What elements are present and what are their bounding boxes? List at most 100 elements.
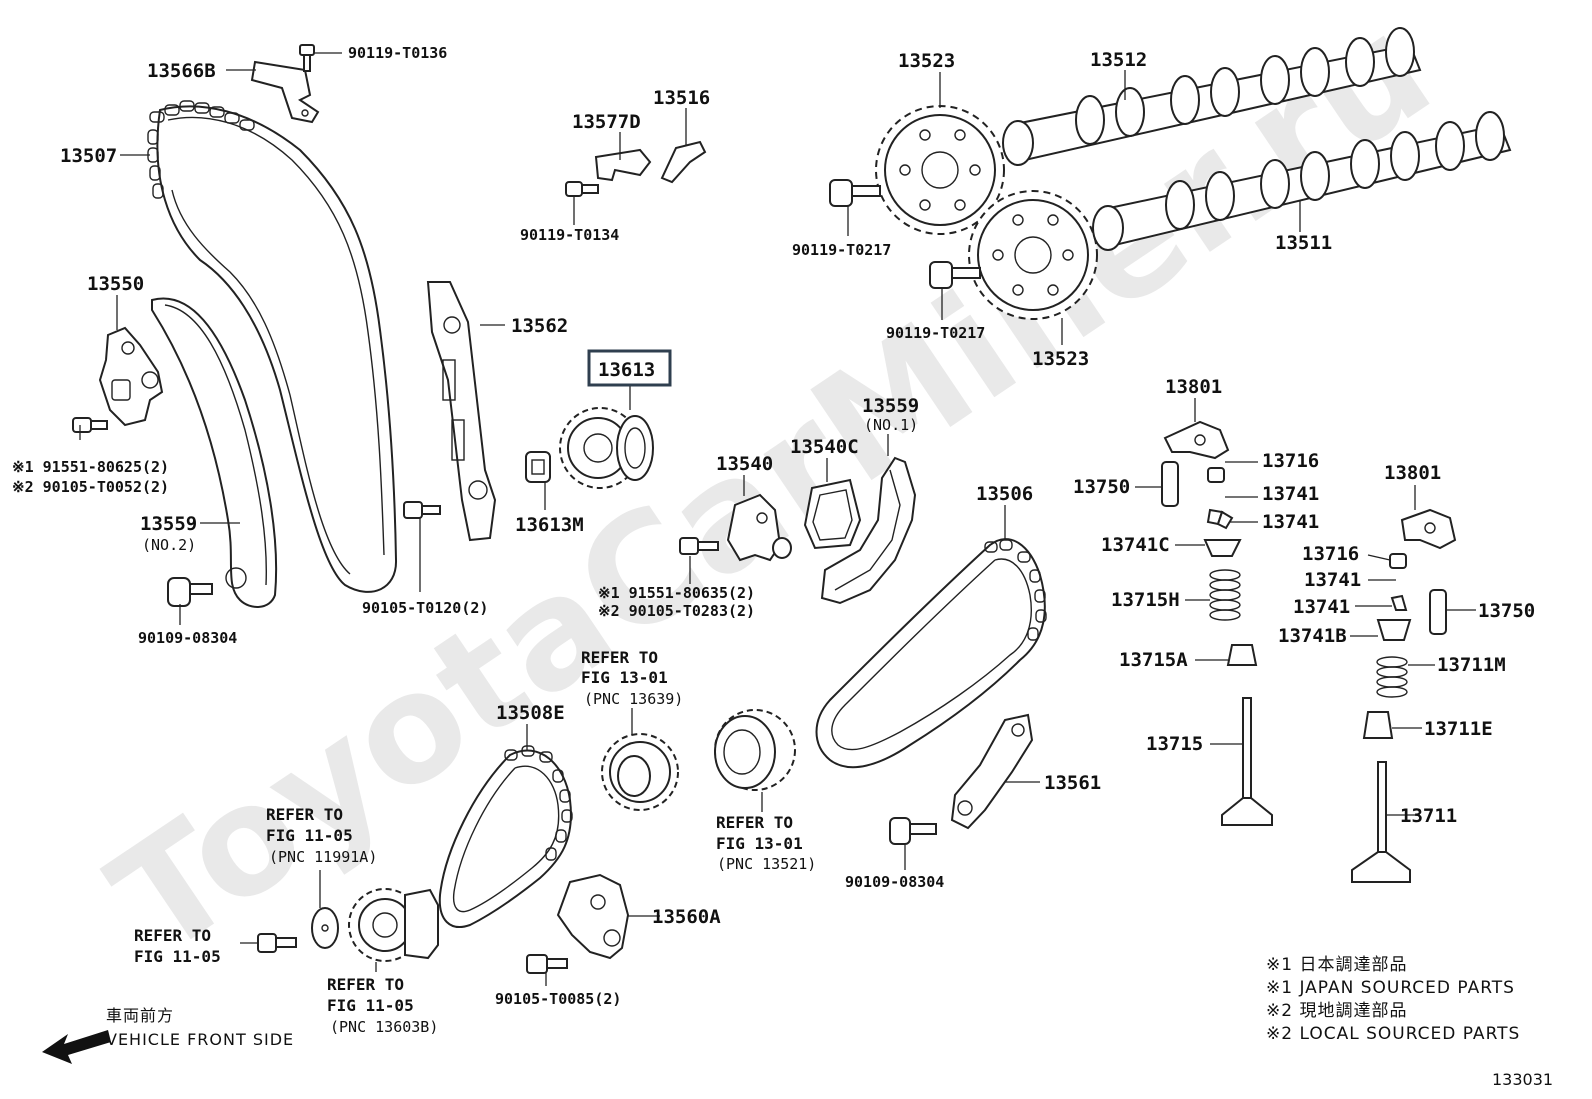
label-90105-T0283[interactable]: ※2 90105-T0283(2) [598,602,755,620]
chain-13508E[interactable] [438,745,573,928]
nut-13613M[interactable] [525,451,551,483]
bolt-90119-T0134[interactable] [565,181,599,197]
valve-13715[interactable] [1221,697,1273,826]
label-13711E[interactable]: 13711E [1424,718,1493,740]
label-13562[interactable]: 13562 [511,315,568,337]
chain-guide-13561[interactable] [950,713,1034,830]
label-90119-T0136[interactable]: 90119-T0136 [348,44,447,62]
bolt-90119-T0136[interactable] [299,44,315,72]
lash-adjuster-13750-a[interactable] [1161,461,1179,507]
chain-guide-13566B[interactable] [250,60,320,124]
refer-block-11-05[interactable]: REFER TO FIG 11-05 [134,926,221,966]
valve-13711[interactable] [1351,761,1411,883]
label-13540C[interactable]: 13540C [790,436,859,458]
label-90119-T0217-b[interactable]: 90119-T0217 [886,324,985,342]
label-91551-80635[interactable]: ※1 91551-80635(2) [598,584,755,602]
label-90109-08304-a[interactable]: 90109-08304 [138,629,237,647]
spring-13711M[interactable] [1376,656,1408,698]
label-13523-b[interactable]: 13523 [1032,348,1089,370]
label-13715H[interactable]: 13715H [1111,589,1180,611]
cap-13716-b[interactable] [1389,553,1407,569]
label-90105-T0085[interactable]: 90105-T0085(2) [495,990,621,1008]
bolt-ref-11-05[interactable] [257,933,297,953]
label-13613[interactable]: 13613 [598,359,655,381]
rocker-arm-13801-b[interactable] [1400,508,1457,550]
label-13566B[interactable]: 13566B [147,60,216,82]
label-13577D[interactable]: 13577D [572,111,641,133]
label-13560A[interactable]: 13560A [652,906,721,928]
label-13559-no2[interactable]: 13559 [140,513,197,535]
chain-guide-13562[interactable] [426,281,497,542]
crank-sprocket-ref-13603B[interactable] [348,888,439,962]
label-90109-08304-b[interactable]: 90109-08304 [845,873,944,891]
tensioner-13550[interactable] [98,326,164,427]
seal-13715A[interactable] [1226,644,1258,666]
bolt-90105-T0120[interactable] [403,501,441,519]
retainer-13741B[interactable] [1376,619,1412,641]
label-13540[interactable]: 13540 [716,453,773,475]
cam-sprocket-13523-b[interactable] [968,190,1098,320]
label-13550[interactable]: 13550 [87,273,144,295]
camshaft-13511[interactable] [1092,111,1512,251]
label-13561[interactable]: 13561 [1044,772,1101,794]
refer-block-11991A[interactable]: REFER TO FIG 11-05 (PNC 11991A) [266,805,377,866]
keeper-13741-a[interactable] [1206,508,1234,530]
label-13506[interactable]: 13506 [976,483,1033,505]
label-13750-a[interactable]: 13750 [1073,476,1130,498]
bolt-90105-T0085[interactable] [526,954,568,974]
label-13741C[interactable]: 13741C [1101,534,1170,556]
keeper-13741-b[interactable] [1390,594,1408,611]
bolt-90109-08304-b[interactable] [889,817,937,845]
label-13508E[interactable]: 13508E [496,702,565,724]
sprocket-ref-13521[interactable] [714,709,796,791]
label-13801-a[interactable]: 13801 [1165,376,1222,398]
gasket-13540C[interactable] [803,478,862,550]
sprocket-ref-13639[interactable] [601,733,679,811]
bolt-90109-08304-a[interactable] [167,577,213,607]
tensioner-13540[interactable] [726,493,792,562]
label-13715A[interactable]: 13715A [1119,649,1188,671]
sprocket-13613[interactable] [559,407,654,489]
bolt-90119-T0217-a[interactable] [829,179,881,207]
label-90119-T0217-a[interactable]: 90119-T0217 [792,241,891,259]
label-13512[interactable]: 13512 [1090,49,1147,71]
label-13741B[interactable]: 13741B [1278,625,1347,647]
lash-adjuster-13750-b[interactable] [1429,589,1447,635]
label-13511[interactable]: 13511 [1275,232,1332,254]
label-13613M[interactable]: 13613M [515,514,584,536]
label-13711M[interactable]: 13711M [1437,654,1506,676]
refer-block-13603B[interactable]: REFER TO FIG 11-05 (PNC 13603B) [327,975,438,1036]
label-13507[interactable]: 13507 [60,145,117,167]
timing-chain-13507[interactable] [147,100,398,593]
chain-slipper-13559-no1[interactable] [820,456,917,605]
retainer-13741C[interactable] [1203,539,1242,557]
cam-sprocket-13523-a[interactable] [875,105,1005,235]
label-13741-d[interactable]: 13741 [1293,596,1350,618]
label-90105-T0052[interactable]: ※2 90105-T0052(2) [12,478,169,496]
pipe-13516[interactable] [660,140,707,184]
bolt-90119-T0217-b[interactable] [929,261,981,289]
spring-13715H[interactable] [1209,569,1241,621]
tensioner-13560A[interactable] [556,873,630,960]
label-13741-a[interactable]: 13741 [1262,483,1319,505]
label-90105-T0120[interactable]: 90105-T0120(2) [362,599,488,617]
chain-slipper-13559-no2[interactable] [151,297,278,608]
refer-block-13521[interactable]: REFER TO FIG 13-01 (PNC 13521) [716,813,816,873]
rocker-arm-13801-a[interactable] [1163,420,1230,460]
label-13715[interactable]: 13715 [1146,733,1203,755]
label-13716-a[interactable]: 13716 [1262,450,1319,472]
label-13711[interactable]: 13711 [1400,805,1457,827]
camshaft-13512[interactable] [1002,27,1422,166]
label-13801-b[interactable]: 13801 [1384,462,1441,484]
label-13523-a[interactable]: 13523 [898,50,955,72]
bolt-91551-80635[interactable] [679,537,719,555]
bolt-91551-80625[interactable] [72,417,108,433]
seal-13711E[interactable] [1362,711,1394,739]
label-13716-b[interactable]: 13716 [1302,543,1359,565]
washer-ref-11991A[interactable] [311,907,339,949]
label-13559-no1[interactable]: 13559 [862,395,919,417]
label-90119-T0134[interactable]: 90119-T0134 [520,226,619,244]
label-13741-c[interactable]: 13741 [1304,569,1361,591]
timing-chain-13506[interactable] [815,538,1047,769]
cap-13716-a[interactable] [1207,467,1225,483]
